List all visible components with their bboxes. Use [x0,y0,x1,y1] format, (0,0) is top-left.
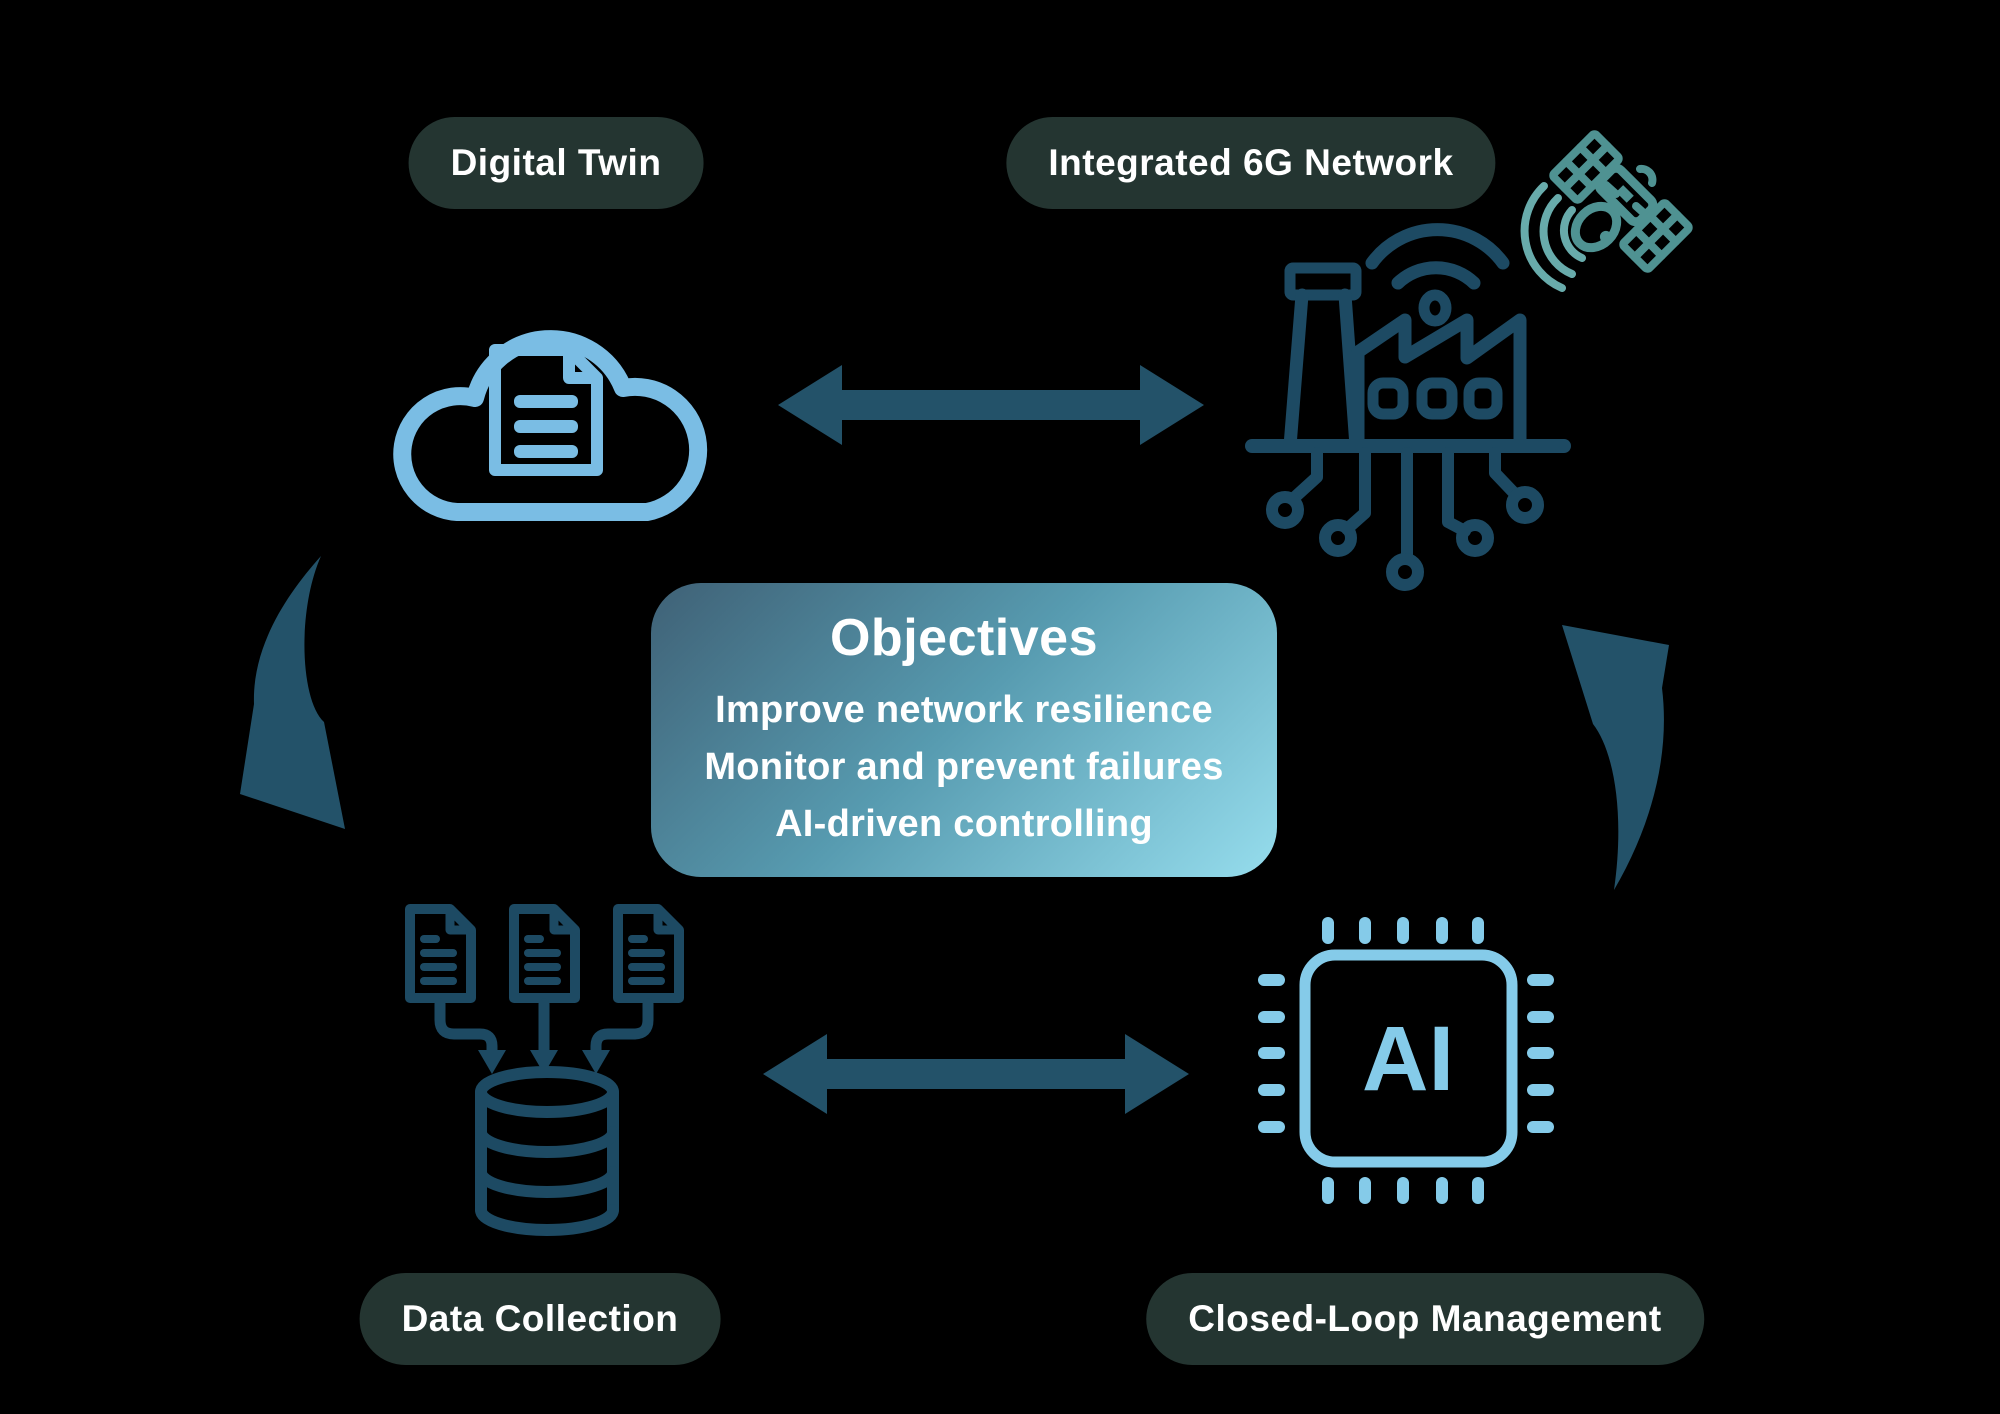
database-icon [475,1066,619,1236]
circuit-lines [1266,447,1544,591]
antenna-icon [1636,164,1657,187]
ai-chip-icon: AI [1258,917,1554,1204]
double-arrow-bottom [763,1034,1189,1114]
objective-item: AI-driven controlling [775,802,1153,845]
objective-item: Improve network resilience [715,688,1213,731]
factory-windows [1367,377,1503,420]
chip-pins [1258,917,1554,1204]
integrated-6g-label: Integrated 6G Network [1048,142,1454,183]
satellite-icon [1520,130,1693,292]
right-cycle-arrow-icon [1562,625,1669,890]
factory-chimney [1283,262,1363,453]
objective-item: Monitor and prevent failures [704,745,1224,788]
solar-panel-icon [1619,199,1693,273]
chip-body [1299,949,1518,1168]
digital-twin-label: Digital Twin [450,142,662,183]
document-icon [613,904,684,1003]
ai-chip-text: AI [1362,1008,1454,1110]
cloud-document-icon [393,330,708,521]
flow-arrows [434,998,654,1056]
double-arrow-top [778,365,1204,445]
data-collection-label: Data Collection [401,1298,679,1339]
document-icon [509,904,580,1003]
integrated-6g-label-pill: Integrated 6G Network [1006,117,1496,209]
closed-loop-label-pill: Closed-Loop Management [1146,1273,1704,1365]
digital-twin-label-pill: Digital Twin [408,117,704,209]
document-icon [405,904,476,1003]
factory-building [1351,313,1527,453]
documents-to-database-icon [405,904,684,1236]
satellite-dish-icon [1570,201,1622,253]
objectives-title: Objectives [829,608,1099,667]
cloud-outline [393,330,708,521]
document-icon [489,344,603,476]
closed-loop-label: Closed-Loop Management [1188,1298,1662,1339]
signal-waves-icon [1520,182,1586,292]
data-collection-label-pill: Data Collection [359,1273,721,1365]
wifi-icon [1365,223,1510,327]
smart-factory-6g-icon [1245,223,1571,591]
left-cycle-arrow-icon [240,556,345,829]
objectives-box: Objectives Improve network resilience Mo… [651,583,1277,877]
